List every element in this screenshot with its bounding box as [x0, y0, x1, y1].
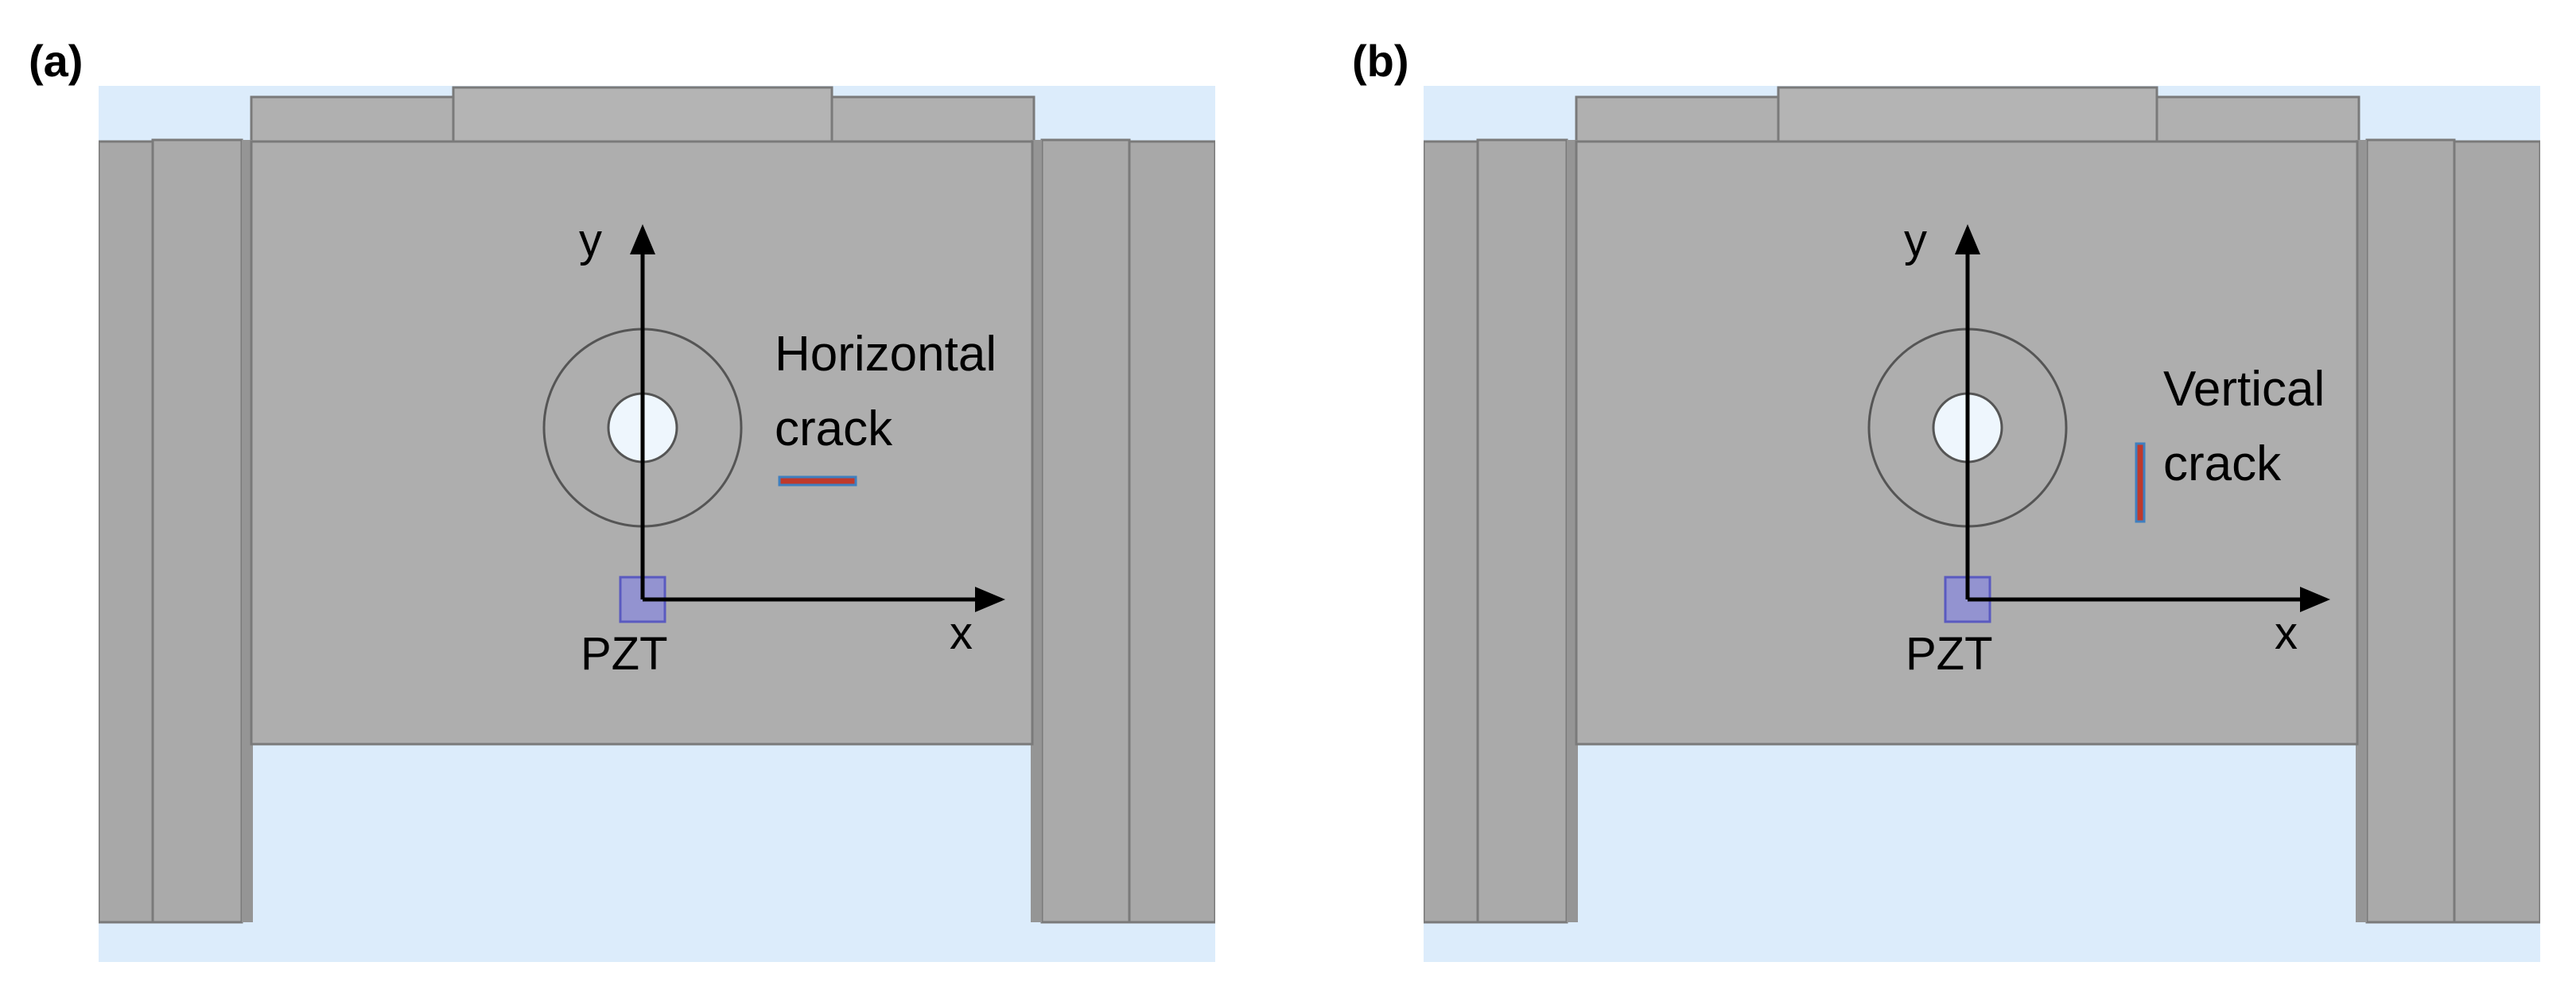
crack-label-line2: crack: [2163, 436, 2282, 491]
left-outer-column: [99, 140, 154, 924]
right-inner-column: [2365, 138, 2456, 924]
pzt-label: PZT: [1906, 628, 1993, 680]
x-axis-arrowhead: [975, 587, 1005, 612]
left-outer-column: [1424, 140, 1479, 924]
axis-x-label: x: [2275, 607, 2298, 659]
top-block-right: [830, 95, 1035, 143]
x-axis-arrowhead: [2300, 587, 2330, 612]
crack-label-line2: crack: [775, 401, 893, 456]
y-axis-arrowhead: [1955, 224, 1980, 254]
axis-x-label: x: [950, 607, 973, 659]
panel-label-b: (b): [1352, 36, 1409, 86]
panel-b: y x PZT Vertical crack: [1424, 0, 2540, 993]
axis-y-label: y: [579, 215, 602, 266]
right-outer-column: [1128, 140, 1215, 924]
top-block-left: [250, 95, 455, 143]
top-block-center: [1777, 86, 2158, 143]
right-outer-column: [2453, 140, 2540, 924]
panel-a: y x PZT Horizontal crack: [99, 0, 1215, 993]
structure-drawing-b: [1424, 86, 2540, 962]
right-inner-column: [1040, 138, 1131, 924]
top-block-right: [2155, 95, 2360, 143]
crack-label-line1: Vertical: [2163, 362, 2325, 417]
left-inner-column: [1476, 138, 1568, 924]
vertical-crack: [2135, 442, 2146, 523]
panel-label-a: (a): [29, 36, 84, 86]
pzt-label: PZT: [581, 628, 668, 680]
left-inner-column: [151, 138, 243, 924]
horizontal-crack: [778, 475, 857, 487]
axis-y-label: y: [1904, 215, 1927, 266]
y-axis-arrowhead: [630, 224, 655, 254]
structure-drawing-a: [99, 86, 1215, 962]
crack-label-line1: Horizontal: [775, 327, 997, 382]
top-block-center: [452, 86, 833, 143]
top-block-left: [1575, 95, 1780, 143]
